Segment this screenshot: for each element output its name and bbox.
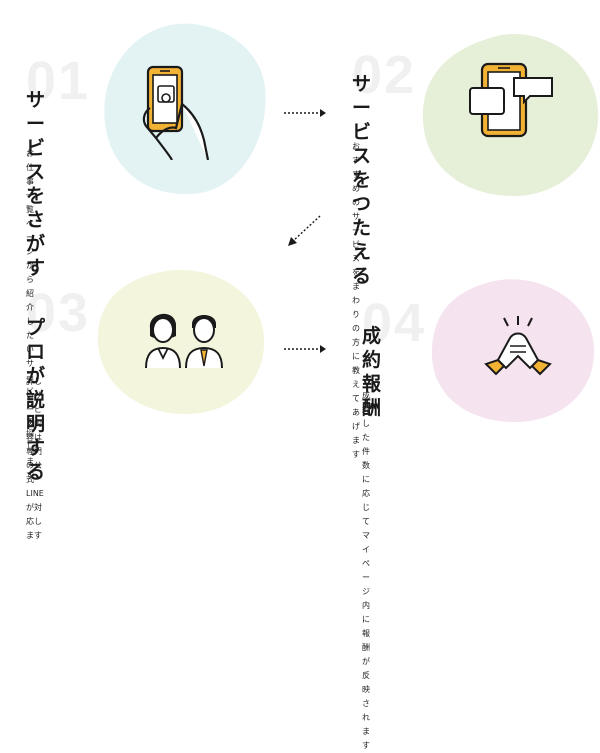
handshake-icon [484, 316, 552, 376]
arrow-diagonal [288, 215, 321, 246]
step-3-number: 03 [26, 283, 91, 343]
step-3-description: 詳しいサービス内容は 専門の公式 LINE が対応します [26, 377, 44, 540]
step-1-description: お仕事一覧ページから 紹介したいサービスを探します [26, 149, 34, 480]
step-1-number: 01 [26, 51, 91, 111]
step-2-title: サービスを つたえる [352, 73, 372, 287]
arrow-right-1 [284, 109, 326, 117]
step-2-number: 02 [352, 45, 417, 105]
step-4-title: 成約 報酬 [362, 325, 382, 419]
phone-chat-icon [469, 62, 553, 138]
two-people-icon [145, 313, 223, 368]
step-4-description: 成約した件数に応じて マイページ内に報酬が反映されます [362, 391, 370, 750]
step-2-description: おすすめのサービスを まわりの方に教えてあげます [352, 142, 360, 459]
arrow-right-2 [284, 345, 326, 353]
step-3-blob [97, 269, 265, 415]
step-3-title: プロが 説明する [26, 317, 46, 483]
step-1-title: サービスを さがす [26, 89, 46, 279]
phone-hand-icon [142, 65, 210, 160]
step-4-number: 04 [362, 293, 427, 353]
